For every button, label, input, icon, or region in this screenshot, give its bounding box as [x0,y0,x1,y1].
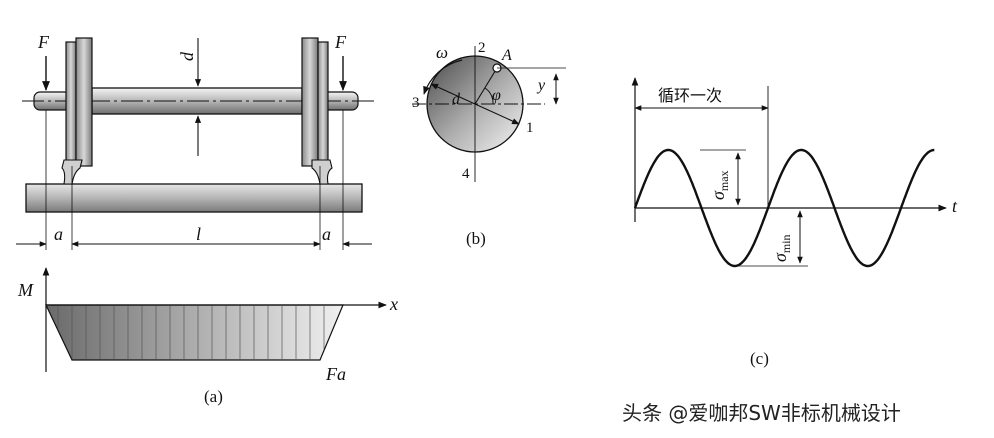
stress-wave [633,148,935,268]
moment-value-label: Fa [325,364,346,384]
time-axis-label: t [952,196,958,216]
sigma-max-sub: max [717,170,731,191]
dim-l-label: l [196,224,201,244]
moment-diagram [45,304,344,361]
left-wheel [75,37,93,167]
diameter-label: d [177,51,197,61]
cycle-label: 循环一次 [658,86,722,105]
panel-b-caption: (b) [466,229,486,248]
panel-a-caption: (a) [204,387,223,406]
diameter-arrow-3 [430,83,476,105]
label-4: 4 [462,166,470,182]
radius-to-a [474,67,498,105]
label-3: 3 [412,95,420,111]
panel-c-caption: (c) [750,349,769,368]
panel-a: F F d a l a M x Fa (a) [16,32,398,406]
omega-label: ω [436,43,448,62]
diameter-arrow-1 [474,103,520,125]
right-wheel [301,37,319,167]
left-wheel-flange [65,41,77,163]
label-1: 1 [526,120,534,136]
sigma-min-symbol: σ [770,252,790,262]
sigma-max-symbol: σ [708,190,728,200]
right-wheel-contact [311,159,333,185]
panel-b: A φ d ω y 1 2 3 4 (b) [412,40,566,248]
sigma-min-sub: min [779,234,793,253]
moment-x-label: x [389,294,398,314]
omega-arc [423,59,463,95]
moment-m-label: M [17,280,34,300]
phi-label: φ [492,87,501,104]
sigma-max-label: σmax [708,170,731,200]
y-label: y [536,77,546,94]
panel-c: t 循环一次 σmax σmin (c) [631,77,958,368]
dim-a-left-label: a [54,224,63,244]
phi-arc [484,87,494,105]
dim-a-right-label: a [322,224,331,244]
left-force-label: F [37,32,50,52]
right-wheel-flange [317,41,329,163]
moment-hatch [57,306,325,359]
diameter-label-b: d [452,91,461,108]
point-a-label: A [501,47,512,64]
right-force-label: F [334,32,347,52]
watermark: 头条 @爱咖邦SW非标机械设计 [622,401,901,425]
sigma-min-label: σmin [770,234,793,262]
rail [25,183,363,213]
label-2: 2 [478,40,486,56]
